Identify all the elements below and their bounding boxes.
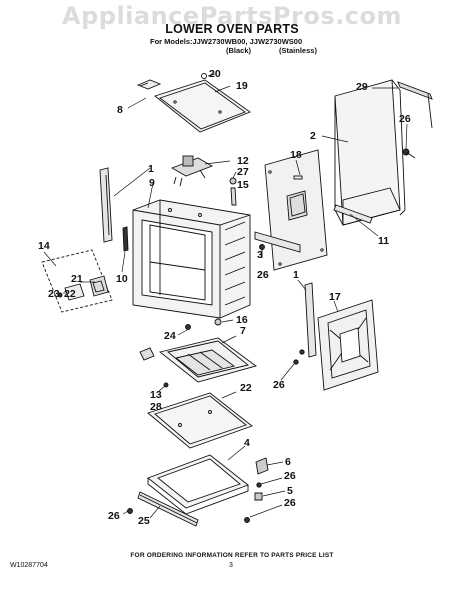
- part-12-element: [170, 155, 214, 187]
- callout-12: 12: [237, 155, 249, 167]
- callout-17: 17: [329, 291, 341, 303]
- callout-21: 21: [71, 273, 83, 285]
- part-11-rail: [333, 204, 373, 224]
- callout-24: 24: [164, 330, 176, 342]
- part-3-bracket: [254, 231, 301, 258]
- callout-4: 4: [244, 437, 250, 449]
- models-line: For Models:JJW2730WB00, JJW2730WS00: [150, 37, 303, 46]
- callout-22: 22: [240, 382, 252, 394]
- callout-6: 6: [285, 456, 291, 468]
- callout-2: 2: [310, 130, 316, 142]
- part-13-clip: [139, 347, 155, 361]
- part-15-probe: [229, 177, 237, 206]
- part-2-outer-wrapper: [334, 79, 406, 226]
- callout-26-left: 26: [108, 510, 120, 522]
- part-24-part-16: [185, 318, 222, 330]
- part-1-left-trim: [99, 167, 113, 243]
- color-black: (Black): [226, 46, 252, 55]
- part-18-rear-panel: [264, 149, 328, 271]
- part-29-trim: [397, 81, 433, 129]
- callout-26-right-b: 26: [284, 497, 296, 509]
- callout-29: 29: [356, 81, 368, 93]
- callout-19: 19: [236, 80, 248, 92]
- callout-10: 10: [116, 273, 128, 285]
- ordering-info: FOR ORDERING INFORMATION REFER TO PARTS …: [130, 552, 334, 559]
- callout-9: 9: [149, 177, 155, 189]
- callout-8: 8: [117, 104, 123, 116]
- part-1-right-trim: [293, 282, 317, 365]
- part-9-oven-cavity: [132, 199, 251, 319]
- callout-27: 27: [237, 166, 249, 178]
- color-stainless: (Stainless): [279, 46, 317, 55]
- page-number: 3: [229, 562, 233, 569]
- part-26-screw-top-right: [402, 148, 416, 159]
- callout-13: 13: [150, 389, 162, 401]
- callout-1-left: 1: [148, 163, 154, 175]
- part-20-bracket: [136, 79, 162, 90]
- callout-25: 25: [138, 515, 150, 527]
- callout-18: 18: [290, 149, 302, 161]
- callout-23: 23: [48, 288, 60, 300]
- callout-3: 3: [257, 249, 263, 261]
- model-info: For Models:JJW2730WB00, JJW2730WS00 (Bla…: [150, 37, 320, 55]
- part-14-assembly-box: [41, 249, 113, 313]
- part-25-kick-rail: [127, 491, 199, 527]
- callout-26-mid: 26: [257, 269, 269, 281]
- callout-11: 11: [378, 235, 389, 247]
- callout-28: 28: [150, 401, 162, 413]
- callout-26-top: 26: [399, 113, 411, 125]
- part-4-lower-frame: [147, 454, 249, 515]
- callout-7: 7: [240, 325, 246, 337]
- page-title: LOWER OVEN PARTS: [165, 22, 299, 36]
- callout-14: 14: [38, 240, 50, 252]
- callout-1-right: 1: [293, 269, 299, 281]
- leader-lines: [43, 73, 408, 519]
- part-19-top-panel: [154, 73, 251, 133]
- part-22-bottom-plate: [147, 392, 253, 449]
- model-colors: (Black) (Stainless): [150, 46, 320, 55]
- callout-26-door: 26: [273, 379, 285, 391]
- document-number: W10287704: [10, 562, 48, 569]
- part-17-door-frame: [317, 299, 379, 391]
- part-7-drip-tray: [158, 337, 258, 388]
- callout-16: 16: [236, 314, 248, 326]
- callout-20: 20: [209, 68, 221, 80]
- callout-5: 5: [287, 485, 293, 497]
- part-10-strip: [122, 226, 129, 252]
- callout-26-right-a: 26: [284, 470, 296, 482]
- callout-15: 15: [237, 179, 249, 191]
- callout-22-small: 22: [64, 288, 76, 300]
- watermark: AppliancePartsPros.com: [62, 2, 402, 30]
- part-6-hinge: [244, 457, 269, 523]
